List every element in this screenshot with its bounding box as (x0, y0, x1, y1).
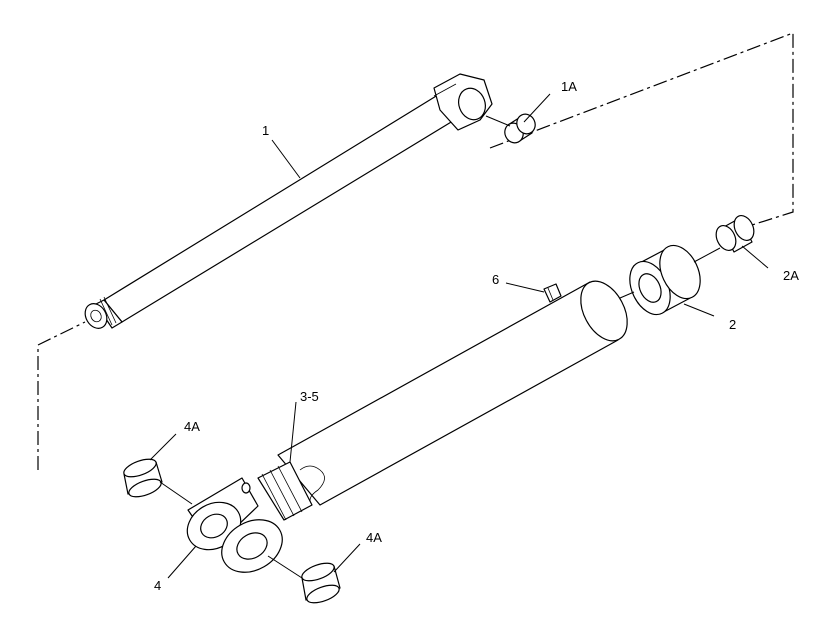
callout-2a: 2A (783, 268, 799, 283)
bushing-4a-upper (123, 458, 163, 498)
leader-4a-upper (149, 433, 177, 461)
leader-3-5 (289, 401, 297, 463)
rod-part-1 (84, 73, 493, 329)
clevis-part-4 (186, 477, 283, 573)
callout-1: 1 (262, 123, 269, 138)
leader-1a-pin (485, 115, 511, 127)
leader-4 (167, 545, 197, 579)
bushing-1a (504, 113, 536, 144)
callout-4: 4 (154, 578, 161, 593)
leader-1a (523, 93, 551, 123)
callout-4a-lower: 4A (366, 530, 382, 545)
leader-1 (271, 139, 301, 179)
callout-3-5: 3-5 (300, 389, 319, 404)
bushing-2a (715, 215, 755, 253)
leader-2 (683, 303, 715, 317)
leader-4a-lower (333, 543, 361, 573)
fitting-part-6 (543, 283, 562, 303)
leader-4-pin-lower (267, 555, 303, 579)
leader-6 (505, 282, 545, 293)
leader-2a (741, 245, 769, 269)
callout-4a-upper: 4A (184, 419, 200, 434)
leader-2a-pin (693, 247, 721, 263)
leader-4-pin-upper (159, 481, 193, 505)
callout-1a: 1A (561, 79, 577, 94)
bushing-4a-lower (301, 562, 341, 604)
leader-2-pin (619, 291, 635, 299)
callout-2: 2 (729, 317, 736, 332)
head-part-2 (629, 244, 701, 316)
cylinder-barrel (257, 280, 628, 521)
assembly-centerline (37, 32, 794, 470)
callout-6: 6 (492, 272, 499, 287)
